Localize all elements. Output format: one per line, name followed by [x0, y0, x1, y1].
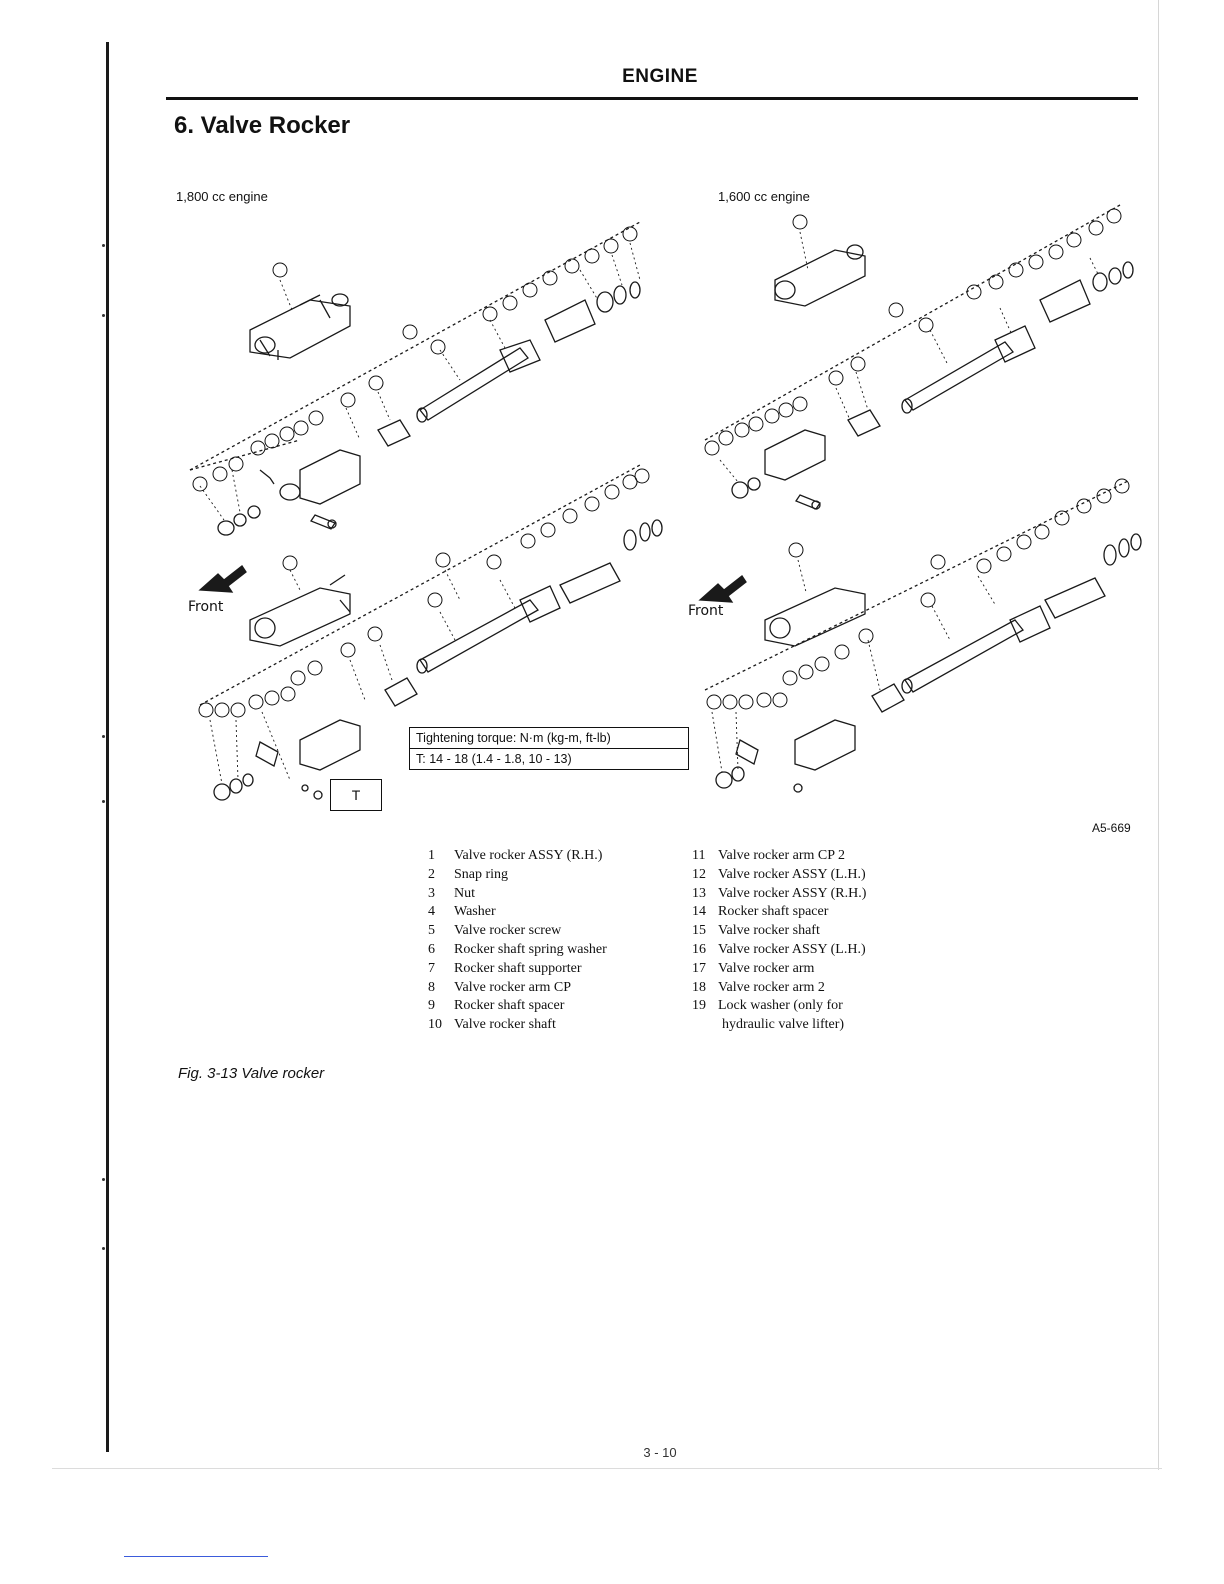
- legend-item-text: Valve rocker arm: [718, 960, 815, 976]
- legend-item-number: 16: [692, 941, 706, 957]
- front-arrow-icon-right: [698, 575, 747, 603]
- page-right-edge: [1158, 0, 1159, 1470]
- binding-hole-mark: [102, 314, 105, 317]
- legend-item-number: 11: [692, 848, 706, 863]
- legend-item: 18 Valve rocker arm 2: [692, 979, 866, 998]
- rh-assembly-1600: [704, 204, 1134, 510]
- legend-item-text: Washer: [454, 904, 496, 920]
- legend-item-text: Valve rocker ASSY (R.H.): [454, 848, 603, 863]
- legend-item: 1 Valve rocker ASSY (R.H.): [428, 847, 607, 866]
- page-number: 3 - 10: [643, 1445, 677, 1460]
- legend-item-text: Valve rocker ASSY (L.H.): [718, 941, 866, 957]
- binding-hole-mark: [102, 735, 105, 738]
- legend-item-number: 15: [692, 923, 706, 939]
- binding-hole-mark: [102, 244, 105, 247]
- legend-item-text: Snap ring: [454, 866, 509, 882]
- legend-item-continuation: hydraulic valve lifter): [722, 1017, 845, 1033]
- legend-item-number: 18: [692, 979, 706, 995]
- lh-assembly-1600: [704, 479, 1142, 793]
- torque-value: T: 14 - 18 (1.4 - 1.8, 10 - 13): [416, 752, 572, 766]
- legend-item-number: 13: [692, 885, 706, 901]
- legend-item: 15 Valve rocker shaft: [692, 922, 866, 941]
- legend-item-number: 19: [692, 998, 706, 1014]
- page-bottom-edge: [52, 1468, 1162, 1469]
- legend-item-number: 6: [428, 941, 435, 957]
- front-arrow-icon: [198, 565, 247, 593]
- legend-item: 3 Nut: [428, 885, 607, 904]
- front-label-left: Front: [188, 599, 224, 615]
- page-binding-rule: [106, 42, 109, 1452]
- legend-item-number: 5: [428, 923, 435, 939]
- lh-assembly-1800: [199, 464, 663, 801]
- legend-item-text: Valve rocker shaft: [454, 1017, 556, 1033]
- legend-item-text: Valve rocker ASSY (L.H.): [718, 866, 866, 882]
- legend-item: 4 Washer: [428, 903, 607, 922]
- parts-legend-left: 1 Valve rocker ASSY (R.H.) 2 Snap ring 3 Nut 4…: [428, 847, 607, 1035]
- legend-item-number: 7: [428, 960, 435, 976]
- section-title: 6. Valve Rocker: [174, 112, 351, 139]
- legend-item-number: 2: [428, 866, 435, 882]
- binding-hole-mark: [102, 800, 105, 803]
- header-rule: [166, 97, 1138, 100]
- legend-item-number: 8: [428, 979, 435, 995]
- legend-item-text: Valve rocker arm CP: [454, 979, 572, 995]
- legend-item-text: Rocker shaft supporter: [454, 960, 582, 976]
- legend-item: 13 Valve rocker ASSY (R.H.): [692, 885, 866, 904]
- torque-heading: Tightening torque: N·m (kg-m, ft-lb): [410, 728, 688, 749]
- legend-item: 7 Rocker shaft supporter: [428, 960, 607, 979]
- binding-hole-mark: [102, 1247, 105, 1250]
- legend-item: 2 Snap ring: [428, 866, 607, 885]
- legend-item-text: Rocker shaft spring washer: [454, 941, 607, 957]
- engine-label-1600: 1,600 cc engine: [718, 189, 810, 204]
- legend-item: 9 Rocker shaft spacer: [428, 997, 607, 1016]
- legend-item-text: Rocker shaft spacer: [454, 998, 565, 1014]
- legend-item-number: 3: [428, 885, 435, 901]
- legend-item-text: Nut: [454, 885, 475, 901]
- legend-item-number: 9: [428, 998, 435, 1014]
- legend-item-text: Valve rocker shaft: [718, 923, 820, 939]
- legend-item-text: Lock washer (only for: [718, 998, 843, 1014]
- legend-item: 14 Rocker shaft spacer: [692, 903, 866, 922]
- front-label-right: Front: [688, 603, 724, 619]
- figure-caption: Fig. 3-13 Valve rocker: [178, 1065, 325, 1082]
- legend-item-number: 14: [692, 904, 706, 920]
- legend-item-number: 10: [428, 1017, 442, 1033]
- exploded-view-diagram: [189, 204, 1142, 801]
- legend-item: 12 Valve rocker ASSY (L.H.): [692, 866, 866, 885]
- legend-item: 19 Lock washer (only for: [692, 997, 866, 1016]
- binding-hole-mark: [102, 1178, 105, 1181]
- figure-code: A5-669: [1092, 821, 1131, 835]
- legend-item-number: 1: [428, 848, 435, 863]
- legend-item: 6 Rocker shaft spring washer: [428, 941, 607, 960]
- legend-item-text: Valve rocker ASSY (R.H.): [718, 885, 867, 901]
- legend-item-number: 17: [692, 960, 706, 976]
- engine-label-1800: 1,800 cc engine: [176, 189, 268, 204]
- legend-item: 17 Valve rocker arm: [692, 960, 866, 979]
- rh-assembly-1800: [189, 221, 641, 536]
- scroll-indicator: [124, 1556, 268, 1557]
- legend-item-text: Rocker shaft spacer: [718, 904, 829, 920]
- legend-item: 11 Valve rocker arm CP 2: [692, 847, 866, 866]
- legend-item-text: Valve rocker arm CP 2: [718, 848, 845, 863]
- torque-marker: T: [330, 779, 382, 811]
- legend-item: 16 Valve rocker ASSY (L.H.): [692, 941, 866, 960]
- legend-item-number: 12: [692, 866, 706, 882]
- legend-item: 8 Valve rocker arm CP: [428, 979, 607, 998]
- torque-spec-box: Tightening torque: N·m (kg-m, ft-lb) T: …: [409, 727, 689, 770]
- legend-item: 5 Valve rocker screw: [428, 922, 607, 941]
- legend-item-text: Valve rocker arm 2: [718, 979, 825, 995]
- legend-item: 10 Valve rocker shaft: [428, 1016, 607, 1035]
- running-header: ENGINE: [622, 66, 698, 87]
- legend-item-number: 4: [428, 904, 435, 920]
- legend-item-text: Valve rocker screw: [454, 923, 562, 939]
